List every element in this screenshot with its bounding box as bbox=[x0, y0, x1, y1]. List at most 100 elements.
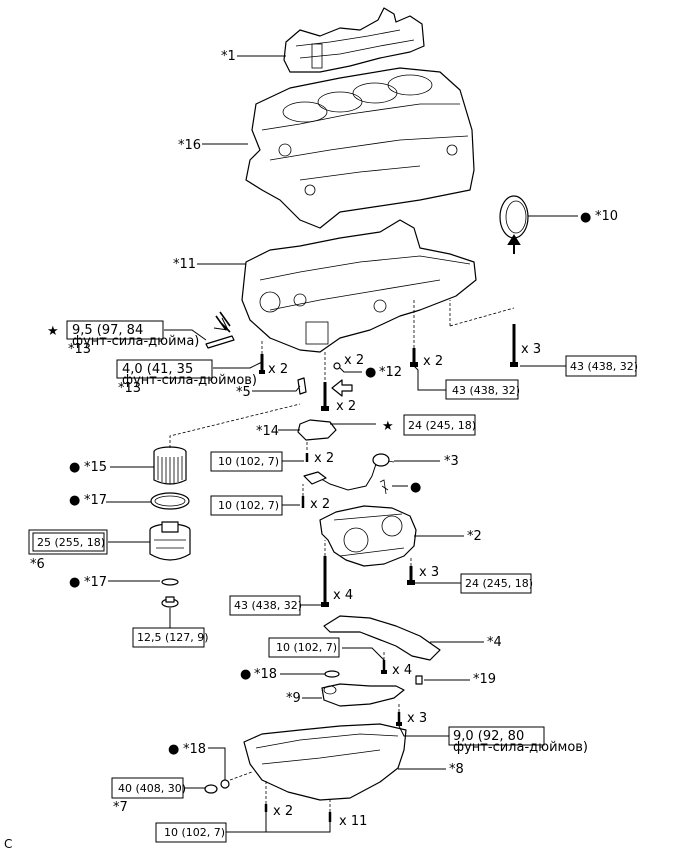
o-ring-part-lower bbox=[161, 578, 179, 586]
callout-label: *4 bbox=[487, 635, 502, 650]
callout-labels: *1 *16 *10 *11 *13 *13 *12 *5 *14 *15 *3… bbox=[30, 49, 618, 815]
quantity-label: x 3 bbox=[419, 565, 439, 580]
bolt-x3-pump bbox=[407, 566, 415, 585]
torque-value: 24 (245, 18) bbox=[408, 419, 476, 432]
oil-seal-part bbox=[499, 195, 529, 254]
alignment-dashes bbox=[169, 300, 515, 812]
filter-drain-plug-part bbox=[161, 596, 179, 608]
callout-label: *10 bbox=[595, 209, 618, 224]
symbols: ★ ★ ● ● ● ● ● ● ● ● bbox=[47, 210, 591, 757]
callout-label: *14 bbox=[256, 424, 279, 439]
quantity-label: x 2 bbox=[268, 362, 288, 377]
torque-value: 9,5 (97, 84 bbox=[72, 323, 143, 338]
bolt-x2-center bbox=[321, 382, 329, 411]
drain-gasket-part bbox=[220, 779, 230, 789]
direction-arrow bbox=[331, 379, 353, 397]
bolt-x2-left bbox=[259, 354, 265, 374]
dot-symbol: ● bbox=[580, 210, 591, 225]
bolt-x3-right bbox=[510, 324, 518, 367]
callout-label: *18 bbox=[254, 667, 277, 682]
torque-value: 10 (102, 7) bbox=[218, 455, 279, 468]
torque-boxes bbox=[28, 320, 637, 843]
torque-value: 43 (438, 32) bbox=[234, 599, 302, 612]
callout-label: *6 bbox=[30, 557, 45, 572]
callout-label: *9 bbox=[286, 691, 301, 706]
callout-label: *7 bbox=[113, 800, 128, 815]
bolt-x2-right bbox=[410, 348, 418, 367]
bolt-x4-plate bbox=[381, 660, 387, 674]
dot-symbol: ● bbox=[365, 365, 376, 380]
baffle-plate-part bbox=[297, 377, 307, 395]
oil-pressure-sensor-part bbox=[303, 453, 395, 495]
torque-unit: фунт-сила-дюймов) bbox=[453, 740, 588, 755]
torque-texts: 9,5 (97, 84 фунт-сила-дюйма) 4,0 (41, 35… bbox=[37, 323, 638, 839]
cylinder-head-cover-part bbox=[283, 7, 425, 73]
oil-filter-cap-part bbox=[149, 521, 191, 561]
quantity-label: x 2 bbox=[314, 451, 334, 466]
cylinder-block-part bbox=[245, 67, 475, 229]
quantity-label: x 3 bbox=[407, 711, 427, 726]
star-symbol: ★ bbox=[47, 324, 59, 339]
bolt-x3-strainer bbox=[396, 712, 402, 726]
oil-strainer-part bbox=[321, 683, 405, 707]
dot-symbol: ● bbox=[410, 480, 421, 495]
callout-label: *17 bbox=[84, 493, 107, 508]
callout-label: *1 bbox=[221, 49, 236, 64]
callout-label: *18 bbox=[183, 742, 206, 757]
torque-unit: фунт-сила-дюймов) bbox=[122, 373, 257, 388]
quantity-label: x 3 bbox=[521, 342, 541, 357]
oil-pump-assembly-part bbox=[319, 505, 417, 567]
callout-label: *17 bbox=[84, 575, 107, 590]
stud-pin-part bbox=[205, 311, 235, 349]
callout-label: *16 bbox=[178, 138, 201, 153]
footer-mark: C bbox=[4, 837, 12, 851]
oil-pan-drain-plug-part bbox=[204, 784, 218, 794]
torque-value: 9,0 (92, 80 bbox=[453, 729, 524, 744]
quantity-label: x 2 bbox=[344, 353, 364, 368]
oil-pan-part bbox=[243, 723, 407, 801]
bracket-part bbox=[297, 419, 337, 441]
torque-value: 25 (255, 18) bbox=[37, 536, 105, 549]
oil-filter-element-part bbox=[153, 446, 187, 485]
callout-label: *19 bbox=[473, 672, 496, 687]
quantity-label: x 2 bbox=[336, 399, 356, 414]
o-ring-part-upper bbox=[150, 492, 190, 510]
stiffening-plate-part bbox=[323, 615, 441, 661]
torque-unit: фунт-сила-дюйма) bbox=[72, 334, 199, 349]
dot-symbol: ● bbox=[240, 667, 251, 682]
lower-crankcase-part bbox=[241, 219, 477, 353]
callout-label: *12 bbox=[379, 365, 402, 380]
plug-part bbox=[333, 362, 341, 370]
callout-label: *13 bbox=[68, 342, 91, 357]
quantity-label: x 2 bbox=[423, 354, 443, 369]
quantity-label: x 4 bbox=[333, 588, 353, 603]
callout-label: *8 bbox=[449, 762, 464, 777]
torque-value: 4,0 (41, 35 bbox=[122, 362, 193, 377]
long-bolt-x4 bbox=[321, 556, 329, 607]
quantity-labels: x 2 x 2 x 3 x 2 x 2 x 2 x 2 x 3 x 4 x 4 … bbox=[268, 342, 541, 829]
quantity-label: x 4 bbox=[392, 663, 412, 678]
leader-lines bbox=[106, 55, 578, 833]
quantity-label: x 2 bbox=[310, 497, 330, 512]
callout-label: *15 bbox=[84, 460, 107, 475]
torque-value: 10 (102, 7) bbox=[218, 499, 279, 512]
o-ring-part-18 bbox=[324, 670, 340, 678]
dot-symbol: ● bbox=[168, 742, 179, 757]
callout-label: *5 bbox=[236, 385, 251, 400]
quantity-label: x 2 bbox=[273, 804, 293, 819]
small-stud-part bbox=[415, 675, 423, 685]
torque-value: 10 (102, 7) bbox=[276, 641, 337, 654]
torque-value: 40 (408, 30) bbox=[118, 782, 186, 795]
dot-symbol: ● bbox=[69, 460, 80, 475]
torque-value: 10 (102, 7) bbox=[164, 826, 225, 839]
callout-label: *2 bbox=[467, 529, 482, 544]
torque-value: 43 (438, 32) bbox=[570, 360, 638, 373]
torque-value: 12,5 (127, 9) bbox=[137, 631, 209, 644]
callout-label: *3 bbox=[444, 454, 459, 469]
callout-label: *13 bbox=[118, 381, 141, 396]
dot-symbol: ● bbox=[69, 575, 80, 590]
torque-value: 24 (245, 18) bbox=[465, 577, 533, 590]
callout-label: *11 bbox=[173, 257, 196, 272]
